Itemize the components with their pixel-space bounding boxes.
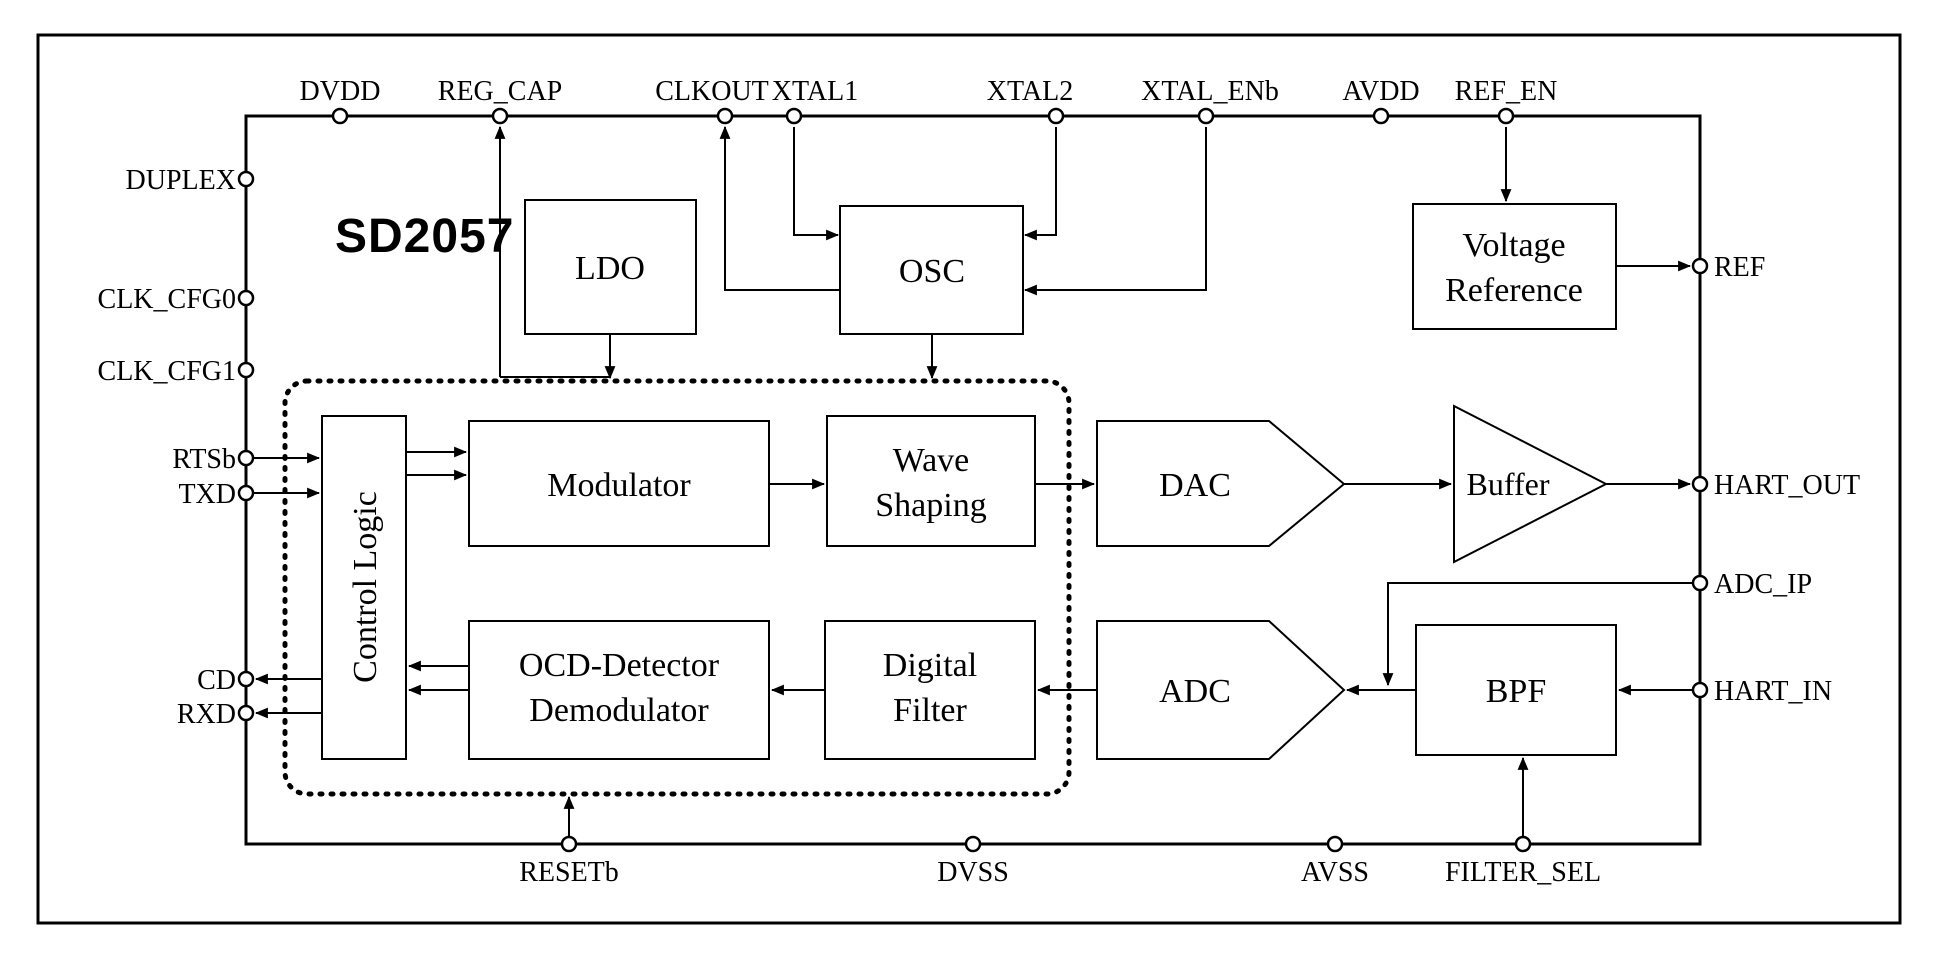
buffer-label: Buffer	[1467, 466, 1550, 502]
pin-label-clkcfg1: CLK_CFG1	[98, 356, 236, 387]
pin-label-dvss: DVSS	[937, 857, 1009, 888]
osc-label: OSC	[899, 253, 965, 290]
pin-xtal2	[1047, 107, 1065, 125]
adc-block	[1096, 620, 1346, 760]
digital-filter-label-line2: Filter	[893, 692, 967, 729]
pin-label-cd: CD	[197, 665, 236, 696]
pin-label-dvdd: DVDD	[300, 76, 381, 107]
pin-duplex	[237, 170, 255, 188]
pin-ref	[1691, 257, 1709, 275]
osc-block	[839, 205, 1024, 335]
pin-label-filtersel: FILTER_SEL	[1445, 857, 1601, 888]
pin-hartout	[1691, 475, 1709, 493]
control-logic-block	[321, 415, 407, 760]
voltage-reference-label-line2: Reference	[1445, 272, 1583, 309]
pin-label-avdd: AVDD	[1342, 76, 1419, 107]
digital-core-dashed-boundary	[282, 378, 1072, 797]
pin-avdd	[1372, 107, 1390, 125]
pin-xtal1	[785, 107, 803, 125]
control-logic-label: Control Logic	[347, 491, 384, 683]
wave-shaping-label-line2: Shaping	[875, 487, 986, 524]
pin-label-ref: REF	[1714, 252, 1765, 283]
ocd-demodulator-block	[468, 620, 770, 760]
pin-label-rtsb: RTSb	[172, 444, 236, 475]
pin-label-clkcfg0: CLK_CFG0	[98, 284, 236, 315]
pins	[237, 107, 1709, 853]
pin-label-hartout: HART_OUT	[1714, 470, 1860, 501]
bpf-block	[1415, 624, 1617, 756]
pin-label-xtalenb: XTAL_ENb	[1141, 76, 1279, 107]
pin-rxd	[237, 704, 255, 722]
ldo-label: LDO	[575, 250, 645, 287]
modulator-block	[468, 420, 770, 547]
pin-xtalenb	[1197, 107, 1215, 125]
pin-resetb	[560, 835, 578, 853]
ocd-demodulator-label-line2: Demodulator	[529, 692, 709, 729]
dac-label: DAC	[1159, 467, 1231, 504]
digital-filter-label-line1: Digital	[883, 647, 977, 684]
pin-txd	[237, 484, 255, 502]
voltage-reference-label-line1: Voltage	[1462, 227, 1565, 264]
chip-title: SD2057	[335, 210, 514, 263]
blocks	[321, 199, 1617, 760]
pin-label-duplex: DUPLEX	[126, 165, 236, 196]
pin-dvdd	[331, 107, 349, 125]
pin-label-rxd: RXD	[177, 699, 236, 730]
ocd-demodulator-label-line1: OCD-Detector	[519, 647, 720, 684]
pin-hartin	[1691, 681, 1709, 699]
pin-label-regcap: REG_CAP	[438, 76, 562, 107]
modulator-label: Modulator	[547, 467, 691, 504]
pin-rtsb	[237, 449, 255, 467]
wire-xtalenb-to-osc	[1023, 127, 1207, 296]
pin-refen	[1497, 107, 1515, 125]
wire-osc-to-clkout	[719, 125, 840, 291]
wave-shaping-label-line1: Wave	[893, 442, 970, 479]
pin-filtersel	[1514, 835, 1532, 853]
pin-label-clkout: CLKOUT	[655, 76, 769, 107]
wave-shaping-block	[826, 415, 1036, 547]
pin-regcap	[491, 107, 509, 125]
pin-clkout	[716, 107, 734, 125]
buffer-block	[1453, 404, 1609, 564]
wire-xtal1-to-osc	[793, 127, 840, 241]
ldo-block	[524, 199, 697, 335]
wires	[254, 125, 1693, 837]
dac-block	[1096, 420, 1346, 547]
pin-label-adcip: ADC_IP	[1714, 569, 1812, 600]
pin-clkcfg0	[237, 289, 255, 307]
pin-clkcfg1	[237, 361, 255, 379]
pin-label-refen: REF_EN	[1455, 76, 1558, 107]
pin-label-txd: TXD	[178, 479, 236, 510]
wire-adcip	[1382, 582, 1693, 687]
adc-label: ADC	[1159, 673, 1231, 710]
bpf-label: BPF	[1486, 673, 1547, 710]
pin-avss	[1326, 835, 1344, 853]
pin-label-xtal1: XTAL1	[772, 76, 858, 107]
pin-label-avss: AVSS	[1301, 857, 1369, 888]
wire-xtal2-to-osc	[1023, 127, 1057, 241]
pin-label-xtal2: XTAL2	[987, 76, 1073, 107]
pin-dvss	[964, 835, 982, 853]
pin-adcip	[1691, 574, 1709, 592]
pin-label-resetb: RESETb	[519, 857, 619, 888]
digital-filter-block	[824, 620, 1036, 760]
voltage-reference-block	[1412, 203, 1617, 330]
pin-cd	[237, 670, 255, 688]
pin-label-hartin: HART_IN	[1714, 676, 1832, 707]
